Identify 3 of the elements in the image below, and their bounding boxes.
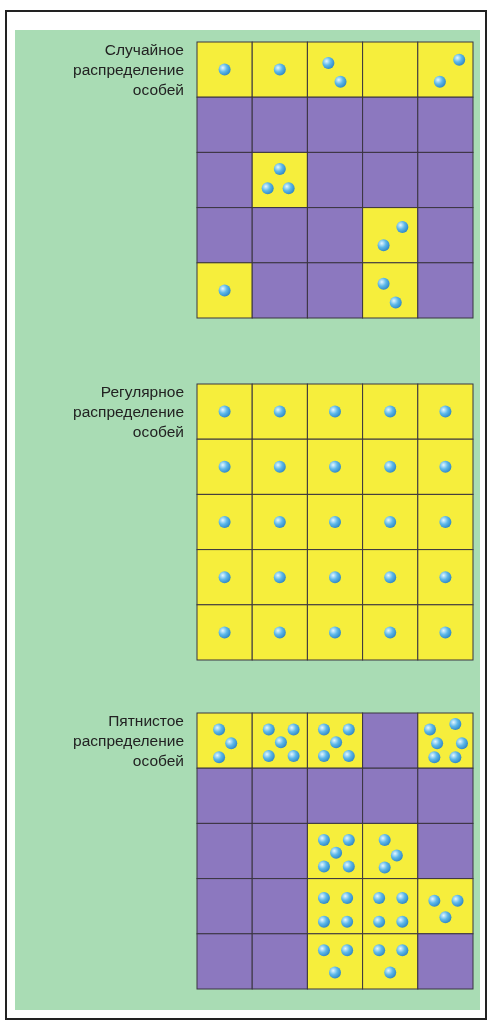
distribution-label: Регулярное распределение особей — [72, 382, 184, 442]
distribution-label: Пятнистое распределение особей — [72, 711, 184, 771]
distribution-label: Случайное распределение особей — [72, 40, 184, 100]
